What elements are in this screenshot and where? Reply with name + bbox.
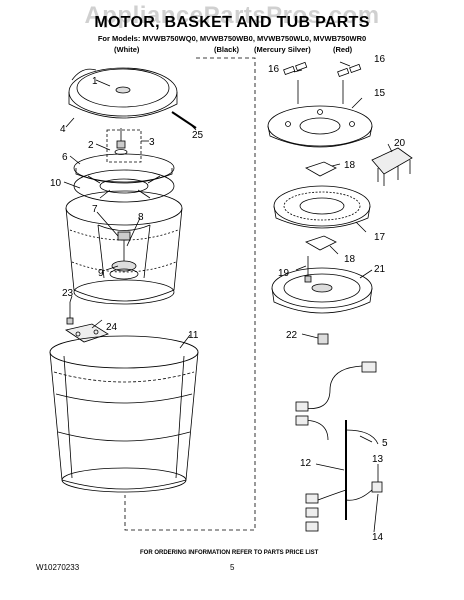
- callout-21: 21: [374, 264, 386, 275]
- rod-part: [171, 111, 197, 129]
- callout-9: 9: [98, 268, 104, 279]
- callout-20: 20: [394, 138, 406, 149]
- agitator-shaft: [109, 231, 139, 280]
- callout-16-right: 16: [374, 54, 386, 65]
- motor-mount: [267, 105, 373, 148]
- callout-18-lower: 18: [344, 254, 356, 265]
- agitator-cap: [73, 153, 175, 184]
- motor-rotor: [271, 267, 373, 314]
- callout-23: 23: [62, 288, 74, 299]
- callout-6: 6: [62, 152, 68, 163]
- color-label-mercury-silver: (Mercury Silver): [254, 45, 311, 54]
- ordering-footer: FOR ORDERING INFORMATION REFER TO PARTS …: [140, 550, 319, 556]
- basket-hub-top: [68, 67, 178, 119]
- fastener-group: [106, 129, 142, 163]
- color-label-black: (Black): [214, 45, 240, 54]
- wiring-harness: [295, 361, 383, 532]
- callout-25: 25: [192, 130, 204, 141]
- sensor-connector: [371, 147, 413, 186]
- page-title: MOTOR, BASKET AND TUB PARTS: [94, 14, 370, 31]
- callout-18-upper: 18: [344, 160, 356, 171]
- bolt-part: [114, 128, 128, 155]
- callout-4: 4: [60, 124, 66, 135]
- callout-16-left: 16: [268, 64, 280, 75]
- color-label-white: (White): [114, 45, 140, 54]
- rotor-bolt: [304, 256, 312, 283]
- callout-19: 19: [278, 268, 290, 279]
- document-number: W10270233: [36, 563, 80, 572]
- callout-3: 3: [149, 137, 155, 148]
- callout-10: 10: [50, 178, 62, 189]
- callout-14: 14: [372, 532, 384, 543]
- shim-plate-upper: [305, 161, 337, 177]
- callout-24: 24: [106, 322, 118, 333]
- callout-5: 5: [382, 438, 388, 449]
- callout-labels: 1 2 3 4 5 6 7 8 9 10 11 12 13 14 15 16 1…: [50, 54, 406, 543]
- rotor-nut: [317, 333, 329, 345]
- callout-12: 12: [300, 458, 312, 469]
- shim-plate-lower: [305, 235, 337, 251]
- callout-17: 17: [374, 232, 386, 243]
- outer-tub: [49, 335, 199, 493]
- callout-2: 2: [88, 140, 94, 151]
- balance-ring: [73, 169, 175, 203]
- mount-brackets: [283, 61, 362, 104]
- callout-1: 1: [92, 76, 98, 87]
- leader-lines: [63, 61, 393, 533]
- screw-part: [66, 302, 74, 325]
- callout-15: 15: [374, 88, 386, 99]
- models-line: For Models: MVWB750WQ0, MVWB750WB0, MVWB…: [97, 34, 367, 43]
- watermark: AppliancePartsPros.com: [84, 2, 380, 29]
- assembly-boundary: [124, 57, 256, 531]
- callout-8: 8: [138, 212, 144, 223]
- wash-basket: [65, 190, 183, 305]
- page-number: 5: [230, 563, 235, 572]
- callout-22: 22: [286, 330, 298, 341]
- bracket-part: [65, 323, 109, 343]
- callout-11: 11: [188, 330, 199, 341]
- callout-13: 13: [372, 454, 384, 465]
- motor-stator: [273, 185, 371, 229]
- color-label-red: (Red): [333, 45, 353, 54]
- callout-7: 7: [92, 204, 98, 215]
